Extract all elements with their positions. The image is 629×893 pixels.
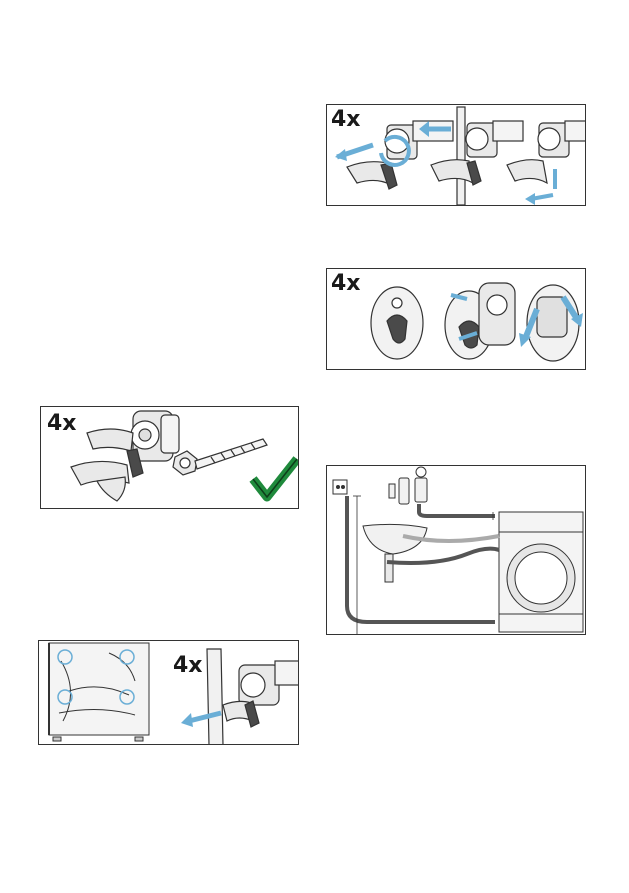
spacer-icon <box>71 411 179 501</box>
cap-icon <box>527 285 579 361</box>
power-socket <box>333 480 347 494</box>
connection-overview-illustration <box>327 466 586 635</box>
panel-transport-bolts: 4x <box>38 640 299 745</box>
checkmark-icon <box>253 459 297 497</box>
insert-caps-illustration <box>327 269 586 370</box>
panel-connection-overview <box>326 465 586 635</box>
hoses <box>347 496 499 622</box>
sink <box>363 524 427 582</box>
remove-spacers-illustration <box>327 105 586 206</box>
panel-remove-spacers: 4x <box>326 104 586 206</box>
panel-insert-caps: 4x <box>326 268 586 370</box>
transport-bolts-illustration <box>39 641 299 745</box>
cap-icon <box>371 287 423 359</box>
washing-machine <box>499 512 583 632</box>
kit-contents-illustration <box>41 407 299 509</box>
tap-icon <box>389 467 427 504</box>
panel-kit-contents: 4x <box>40 406 299 509</box>
spacer-icon <box>207 649 299 745</box>
screw-icon <box>173 439 267 475</box>
